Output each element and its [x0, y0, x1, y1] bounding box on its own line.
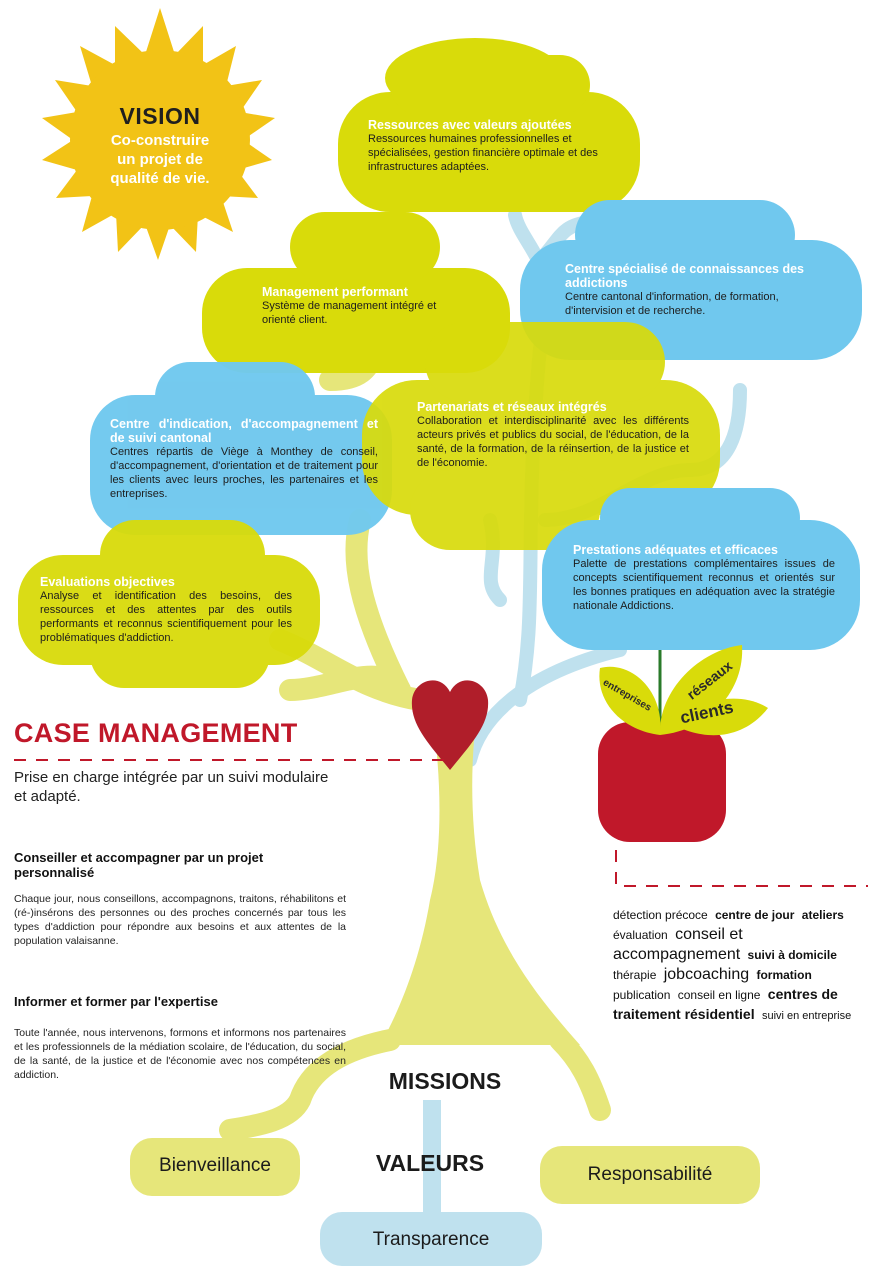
cloud-centre-indication-body: Centres répartis de Viège à Monthey de c…: [110, 446, 378, 500]
service-item: formation: [756, 968, 812, 982]
services-word-cloud: détection précoce centre de jour atelier…: [613, 906, 863, 1026]
apple-dashed-line: [615, 850, 868, 887]
leaf-entreprises: [599, 666, 661, 735]
cloud-partenariats: [362, 322, 720, 550]
heart-icon: [411, 680, 489, 770]
service-item: conseil en ligne: [677, 988, 761, 1002]
service-item: ateliers: [801, 908, 844, 922]
cloud-centre-specialise-text: Centre spécialisé de connaissances des a…: [565, 262, 835, 318]
cloud-centre-specialise-title: Centre spécialisé de connaissances des a…: [565, 262, 805, 290]
service-item: centre de jour: [715, 908, 795, 922]
cloud-management-body: Système de management intégré et orienté…: [262, 300, 437, 326]
cloud-evaluations-body: Analyse et identification des besoins, d…: [40, 590, 292, 644]
service-item: détection précoce: [613, 908, 708, 922]
pill-responsabilite-bg: [540, 1146, 760, 1204]
service-item: suivi en entreprise: [761, 1010, 852, 1022]
cloud-evaluations-text: Evaluations objectives Analyse et identi…: [40, 575, 292, 645]
cloud-prestations-text: Prestations adéquates et efficaces Palet…: [573, 543, 835, 613]
missions-label: MISSIONS: [388, 1068, 502, 1094]
vision-line-2: un projet de: [117, 151, 203, 168]
pill-bienveillance-bg: [130, 1138, 300, 1196]
value-transparence: Transparence: [372, 1229, 490, 1250]
sun-icon: [42, 8, 275, 260]
cloud-evaluations: [18, 520, 320, 688]
case-management-title: CASE MANAGEMENT: [14, 718, 298, 748]
value-responsabilite: Responsabilité: [587, 1164, 713, 1185]
cloud-ressources: [338, 38, 640, 212]
cloud-ressources-body: Ressources humaines professionnelles et …: [368, 133, 598, 173]
service-item: publication: [613, 988, 671, 1002]
cloud-centre-specialise-body: Centre cantonal d'information, de format…: [565, 291, 779, 317]
pill-transparence-bg: [320, 1212, 542, 1266]
cloud-management-text: Management performant Système de managem…: [262, 285, 462, 327]
apple-icon: [598, 645, 768, 842]
trunk: [380, 700, 580, 1045]
cloud-ressources-text: Ressources avec valeurs ajoutées Ressour…: [368, 118, 618, 174]
cloud-centre-indication: [90, 362, 392, 535]
service-item: suivi à domicile: [747, 948, 837, 962]
vision-title: VISION: [119, 103, 201, 129]
section-informer-title: Informer et former par l'expertise: [14, 994, 218, 1009]
leaf-clients: [665, 698, 768, 736]
vision-line-3: qualité de vie.: [110, 170, 210, 187]
section-conseiller-body: Chaque jour, nous conseillons, accompagn…: [14, 893, 346, 947]
vision-line-1: Co-construire: [110, 132, 210, 149]
service-item: thérapie: [613, 968, 657, 982]
valeurs-label: VALEURS: [375, 1150, 485, 1176]
service-item: centres de traitement résidentiel: [613, 986, 838, 1022]
value-bienveillance: Bienveillance: [159, 1155, 271, 1176]
section-conseiller-title: Conseiller et accompagner par un projet …: [14, 850, 264, 880]
cloud-evaluations-title: Evaluations objectives: [40, 575, 175, 589]
cloud-centre-indication-title: Centre d'indication, d'accompagnement et…: [110, 417, 378, 445]
service-item: évaluation: [613, 928, 668, 942]
lower-branches: [219, 1029, 401, 1141]
cloud-partenariats-body: Collaboration et interdisciplinarité ave…: [417, 415, 689, 469]
vision-block: VISION Co-construire un projet de qualit…: [90, 103, 230, 187]
cloud-prestations-body: Palette de prestations complémentaires i…: [573, 558, 835, 612]
section-informer-body: Toute l'année, nous intervenons, formons…: [14, 1027, 346, 1081]
service-item: jobcoaching: [663, 966, 750, 983]
cloud-centre-indication-text: Centre d'indication, d'accompagnement et…: [110, 417, 378, 501]
cloud-prestations: [542, 488, 860, 650]
service-item: conseil et accompagnement: [613, 926, 743, 963]
cloud-partenariats-text: Partenariats et réseaux intégrés Collabo…: [417, 400, 689, 470]
cloud-ressources-title: Ressources avec valeurs ajoutées: [368, 118, 572, 132]
cloud-prestations-title: Prestations adéquates et efficaces: [573, 543, 778, 557]
cloud-management-title: Management performant: [262, 285, 408, 299]
cloud-partenariats-title: Partenariats et réseaux intégrés: [417, 400, 607, 414]
case-management-subtitle: Prise en charge intégrée par un suivi mo…: [14, 769, 329, 805]
